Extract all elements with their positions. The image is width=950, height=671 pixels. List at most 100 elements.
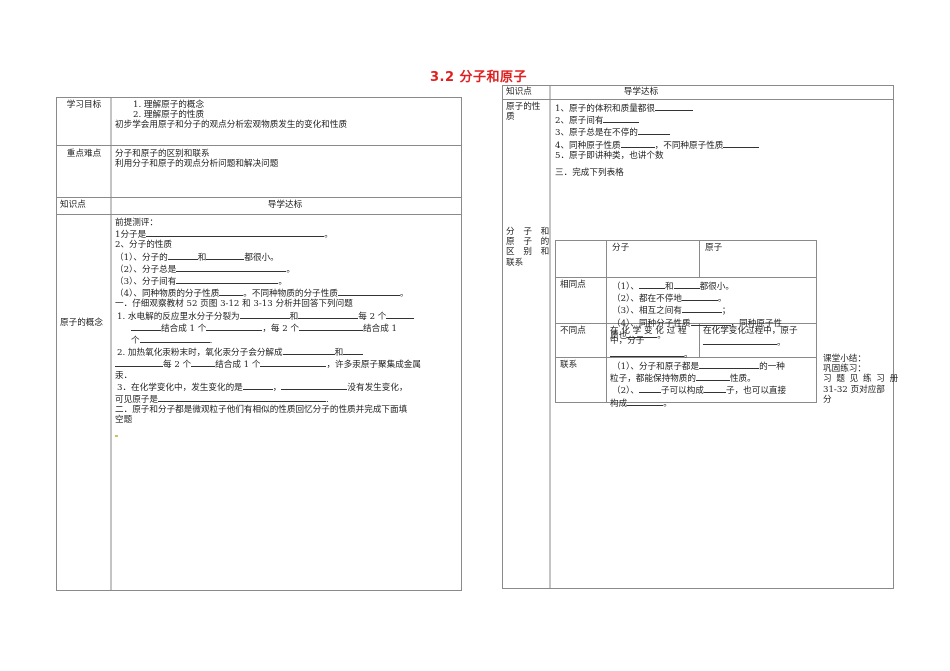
q-water-electrolysis-cont: 结合成 1 个，每 2 个结合成 1 <box>115 322 457 334</box>
q-water-electrolysis: 1. 水电解的反应里水分子分裂为和每 2 个 <box>115 310 457 322</box>
fill-blank[interactable] <box>681 304 722 314</box>
goal-2: 2. 理解原子的性质 <box>133 110 205 121</box>
fill-blank[interactable] <box>146 228 325 238</box>
fill-blank[interactable] <box>695 372 730 382</box>
q-property-3: （3）、分子间有。 <box>115 275 287 288</box>
fill-blank[interactable] <box>206 251 245 260</box>
fill-blank[interactable] <box>139 334 210 344</box>
summary-line: 分 <box>823 394 832 405</box>
text: （4）、同种物质的分子性质 <box>115 289 220 300</box>
fill-blank[interactable] <box>610 348 684 358</box>
fill-blank[interactable] <box>281 381 348 390</box>
row-divider <box>503 99 893 100</box>
fill-line: 。 <box>703 336 815 348</box>
atom-property-2: 2、原子间有 <box>555 114 885 126</box>
fill-blank[interactable] <box>239 310 290 319</box>
fill-blank[interactable] <box>603 114 640 124</box>
label-line: 原 子 的 <box>506 237 553 248</box>
header-knowledge: 知识点 <box>506 87 532 97</box>
fill-blank[interactable] <box>337 287 400 297</box>
text: 在化学变化过程中，原子 <box>703 326 798 336</box>
fill-blank[interactable] <box>638 384 661 394</box>
text: 4、同种原子性质 <box>555 140 621 151</box>
text: （1）、分子的 <box>115 252 168 263</box>
text: （2）、都在不停地 <box>612 294 682 305</box>
text: 和 <box>197 252 207 263</box>
connection-2: （2）、子可以构成子，也可以直接 <box>610 384 814 396</box>
text: （1）、分子和原子都是 <box>612 362 700 372</box>
fill-blank[interactable] <box>655 102 693 111</box>
difference-molecule: 在 化 学 变 化 过 程 中，分子 。 <box>610 326 698 361</box>
fill-blank[interactable] <box>699 360 760 369</box>
text: ，同种原子性 <box>730 318 783 329</box>
connection-1-cont: 粒子，都能保持物质的 性质。 <box>610 372 814 384</box>
fill-blank[interactable] <box>637 126 670 136</box>
text: 每 2 个 <box>358 311 387 322</box>
fill-blank[interactable] <box>176 275 279 285</box>
similarity-4-cont: 质也。 <box>610 329 666 341</box>
text: 质也 <box>610 330 628 341</box>
text: 1、原子的体积和质量都很 <box>555 104 655 114</box>
fill-blank[interactable] <box>282 346 335 356</box>
fill-blank[interactable] <box>343 346 364 356</box>
fill-blank[interactable] <box>298 310 359 319</box>
row-label-goals: 学习目标 <box>66 100 102 110</box>
fill-blank[interactable] <box>703 384 726 394</box>
fill-blank[interactable] <box>638 280 665 289</box>
column-header-atom: 原子 <box>705 243 723 253</box>
fill-blank[interactable] <box>157 393 326 403</box>
atom-properties-content: 1、原子的体积和质量都很 2、原子间有 3、原子总是在不停的 4、同种原子性质，… <box>555 102 885 178</box>
guide-header: 导学达标 <box>267 200 303 210</box>
connection-1: （1）、分子和原子都是的一种 <box>610 360 814 372</box>
text: 都很小。 <box>699 282 734 292</box>
summary-line: 课堂小结： <box>823 354 866 364</box>
q-molecule-definition: 1分子是。 <box>115 228 333 241</box>
row-divider <box>556 323 816 324</box>
summary-line: 习 题 见 练 习 册 <box>823 374 900 385</box>
atom-property-5: 5．原子即讲种类，也讲个数 <box>555 150 664 161</box>
fill-blank[interactable] <box>167 251 198 260</box>
row-label-differences: 不同点 <box>560 326 586 336</box>
fill-blank[interactable] <box>673 280 700 289</box>
text: 中，分子 <box>610 336 645 347</box>
fill-blank[interactable] <box>703 336 777 346</box>
fill-blank[interactable] <box>299 322 364 331</box>
fill-blank[interactable] <box>260 358 327 368</box>
text: 粒子，都能保持物质的 <box>610 374 696 385</box>
text: ，许多汞原子聚集成金属 <box>326 360 421 371</box>
column-header-molecule: 分子 <box>612 243 630 253</box>
row-divider <box>57 197 461 198</box>
row-divider <box>57 214 461 215</box>
key-point-1: 分子和原子的区别和联系 <box>115 149 210 159</box>
row-divider <box>556 357 816 358</box>
fill-blank[interactable] <box>191 358 216 368</box>
text: 都很小。 <box>244 252 279 263</box>
text: 性质。 <box>729 374 756 385</box>
fill-blank[interactable] <box>627 329 658 338</box>
fill-blank[interactable] <box>723 139 760 148</box>
fill-blank[interactable] <box>206 322 263 331</box>
q-property-4: （4）、同种物质的分子性质。不同种物质的分子性质。 <box>115 287 409 300</box>
fill-blank[interactable] <box>690 317 731 326</box>
fill-blank[interactable] <box>131 322 161 331</box>
fill-blank[interactable] <box>219 287 244 297</box>
key-point-2: 利用分子和原子的观点分析问题和解决问题 <box>115 159 279 170</box>
fill-blank[interactable] <box>386 310 415 319</box>
fill-blank[interactable] <box>681 292 718 302</box>
text: 每 2 个 <box>163 360 192 371</box>
label-line: 区 别 和 <box>506 247 553 258</box>
fill-blank[interactable] <box>115 358 163 368</box>
fill-blank[interactable] <box>176 263 287 272</box>
row-label-knowledge: 知识点 <box>60 200 86 210</box>
goals-content: 1. 理解原子的概念 2. 理解原子的性质 初步学会用原子和分子的观点分析宏观物… <box>115 100 455 131</box>
fill-blank[interactable] <box>620 139 655 148</box>
fill-blank[interactable] <box>627 397 664 406</box>
section-three-heading: 三．完成下列表格 <box>555 168 624 179</box>
text: 构成 <box>610 398 628 409</box>
row-label-key-points: 重点难点 <box>66 149 102 159</box>
similarity-3: （3）、相互之间有； <box>612 304 731 317</box>
header-guide: 导学达标 <box>623 87 659 97</box>
fill-blank[interactable] <box>242 381 273 390</box>
similarity-1: （1）、和都很小。 <box>610 280 814 292</box>
text: 1分子是 <box>115 230 147 241</box>
